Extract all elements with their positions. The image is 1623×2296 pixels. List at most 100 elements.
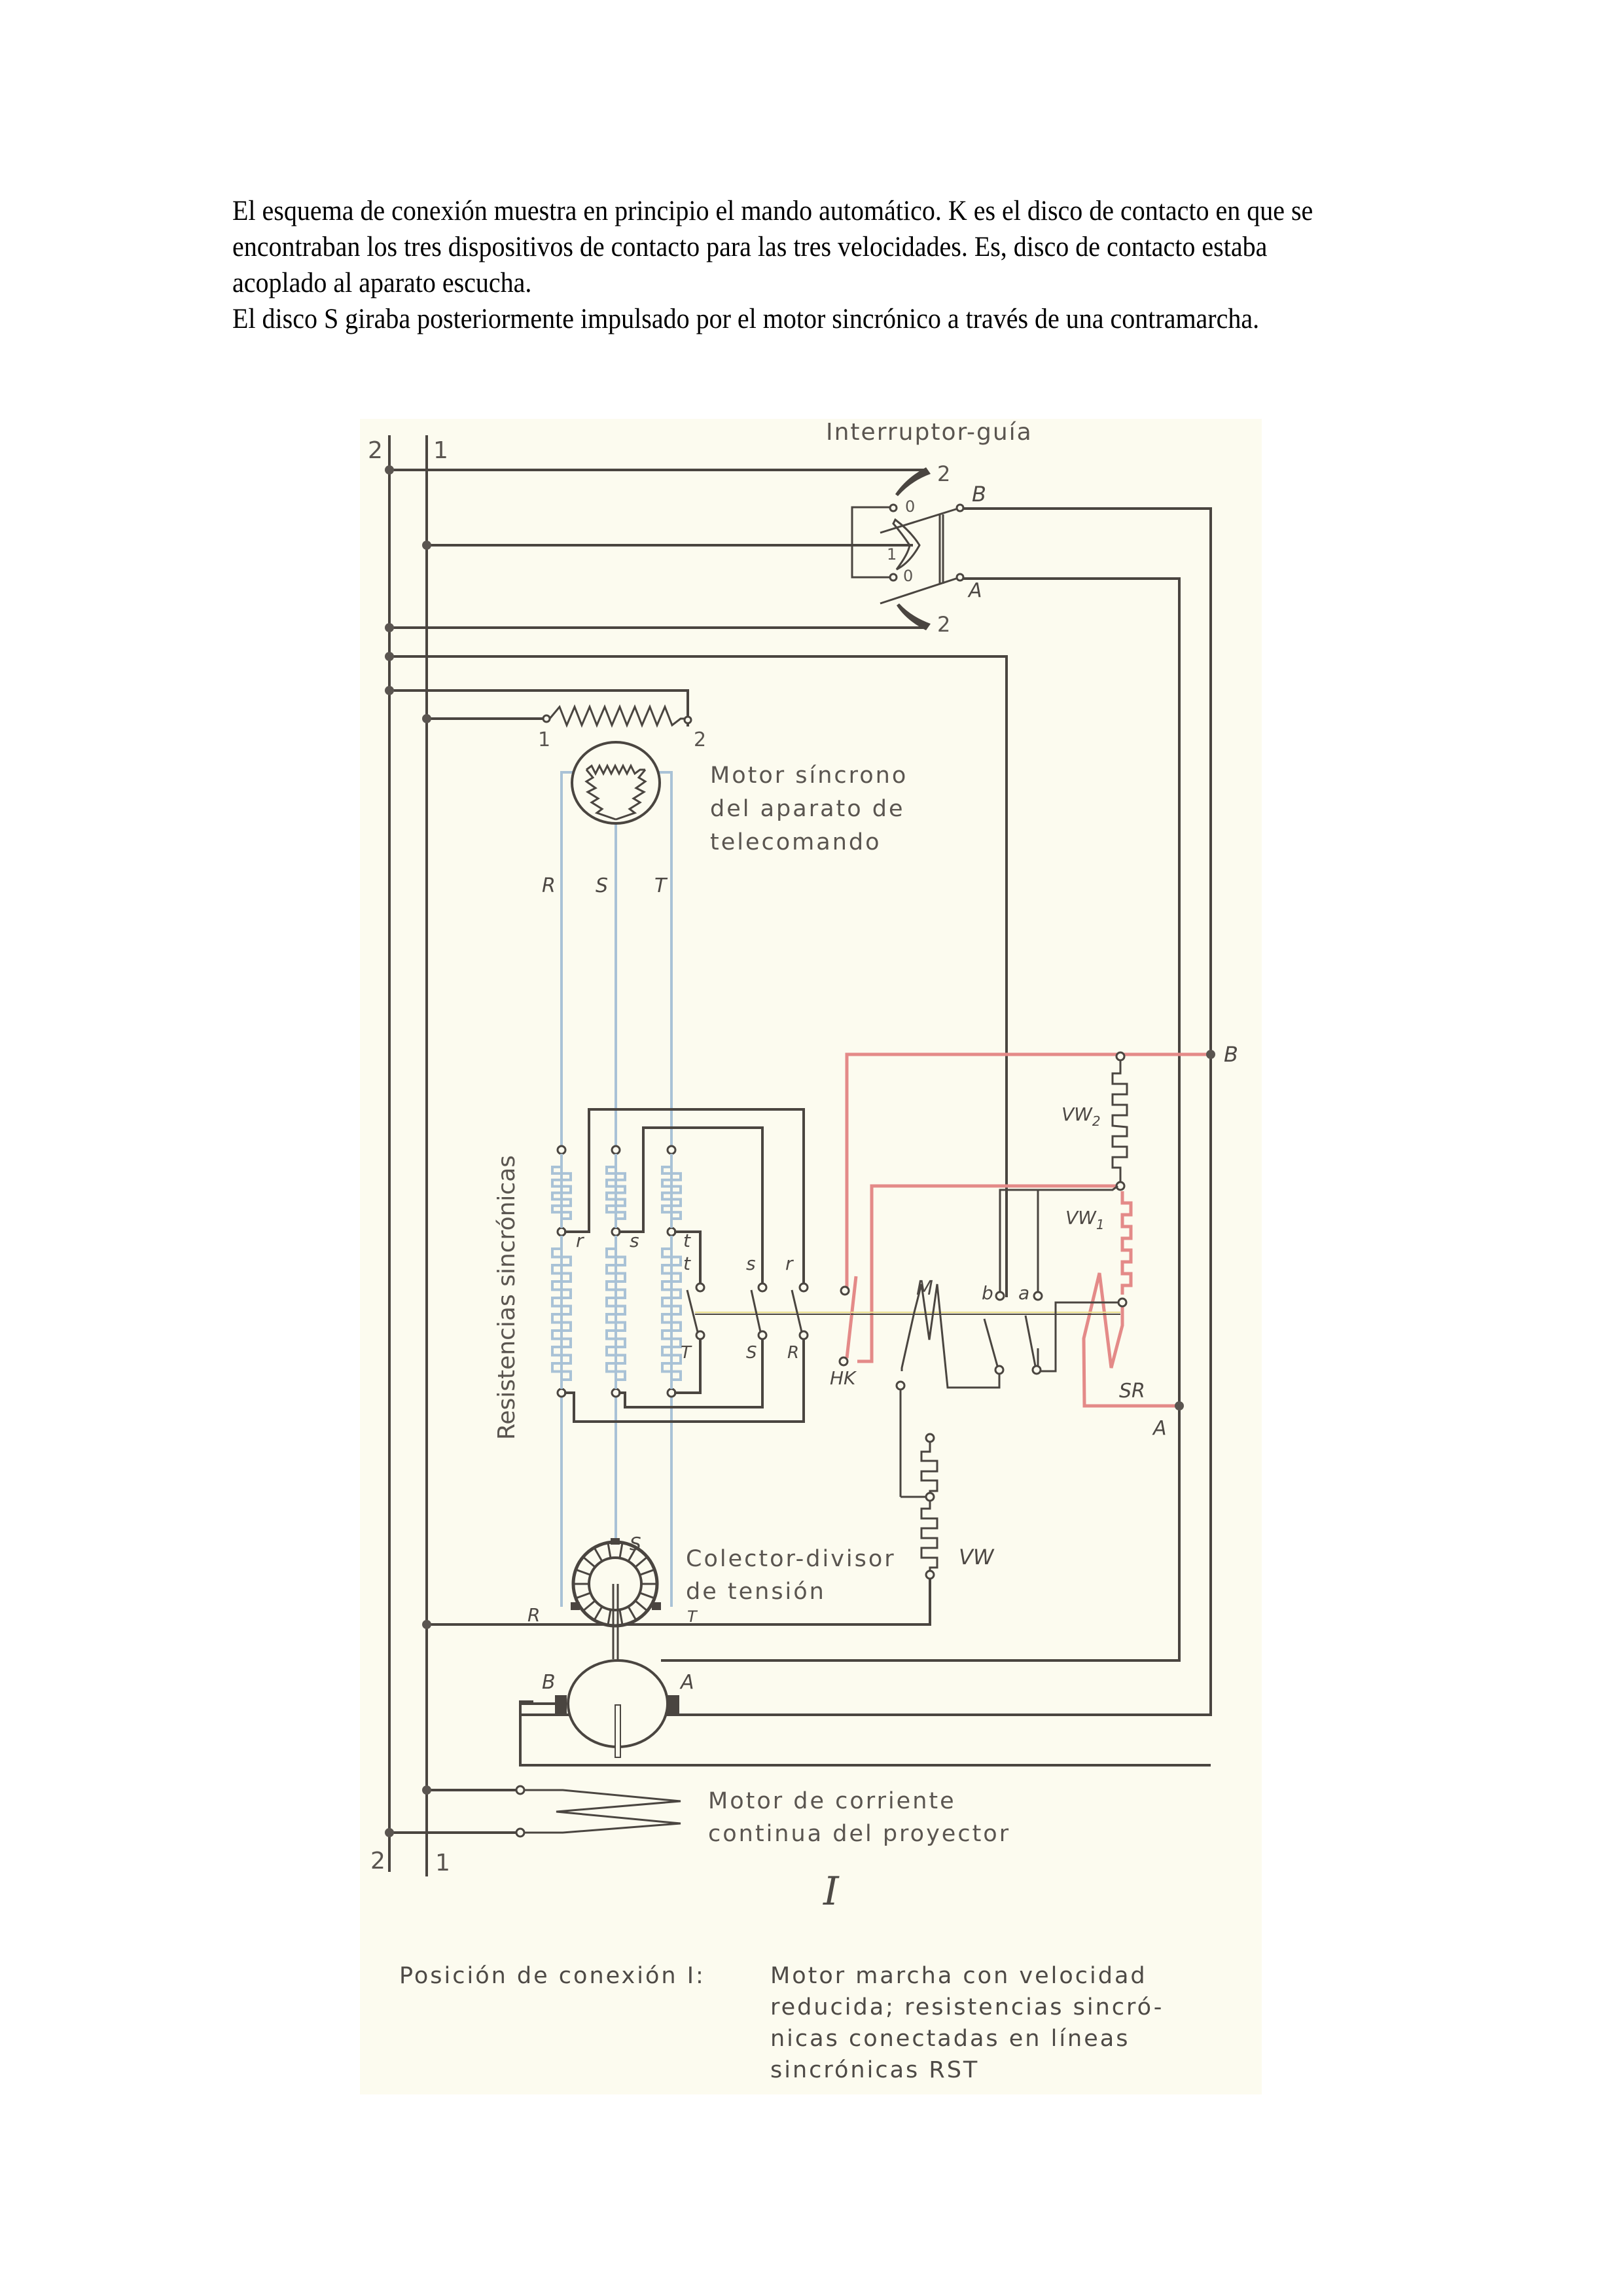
colector-R-label: R bbox=[527, 1604, 540, 1626]
bus-lines bbox=[388, 435, 428, 1876]
junction-dot bbox=[422, 1620, 431, 1629]
switch-s-blade bbox=[750, 1289, 762, 1333]
vw1-bottom-terminal bbox=[1117, 1297, 1128, 1308]
a-label: a bbox=[1018, 1282, 1029, 1304]
vw-upper-zigzag bbox=[920, 1442, 938, 1494]
sr-coil bbox=[1082, 1272, 1179, 1408]
colector-label-1: Colector-divisor bbox=[686, 1546, 896, 1572]
projector-dc-motor: Motor de corriente continua del proyecto… bbox=[385, 1785, 1010, 1847]
vw-resistor: VW bbox=[422, 1433, 995, 1629]
switch-top-2-label: 2 bbox=[937, 461, 950, 486]
caption-line: Motor marcha con velocidad bbox=[770, 1963, 1147, 1989]
vw-label: VW bbox=[959, 1545, 995, 1570]
colector-segment bbox=[627, 1605, 637, 1620]
contact-a-blade bbox=[1024, 1315, 1037, 1367]
contact-b-blade bbox=[983, 1318, 999, 1367]
bus-2-top-label: 2 bbox=[368, 437, 383, 464]
dc-motor-shaft bbox=[615, 1704, 621, 1758]
phase-T-label: T bbox=[654, 874, 668, 897]
junction-dot bbox=[385, 465, 394, 475]
sync-motor-circle bbox=[571, 741, 661, 825]
colector-segment bbox=[627, 1548, 637, 1562]
resistor-t-meander bbox=[661, 1154, 682, 1228]
interruptor-title: Interruptor-guía bbox=[826, 419, 1033, 446]
wire-bus2-to-heater bbox=[389, 689, 689, 726]
switch-S-label: S bbox=[746, 1343, 757, 1363]
colector-segment bbox=[634, 1600, 647, 1611]
junction-dot bbox=[422, 541, 431, 550]
hk-blade bbox=[845, 1276, 858, 1359]
caption-line: sincrónicas RST bbox=[770, 2057, 980, 2083]
wire-t-bottom bbox=[674, 1338, 702, 1394]
heater-2-label: 2 bbox=[694, 728, 706, 751]
scanned-diagram-background bbox=[360, 419, 1262, 2094]
colector-S-label: S bbox=[630, 1533, 641, 1554]
vw-bottom-terminal bbox=[925, 1570, 935, 1580]
contact-a-top bbox=[1033, 1291, 1043, 1301]
switch-a-label: A bbox=[967, 579, 982, 602]
switch-R-label: R bbox=[787, 1343, 799, 1363]
synchronous-motor: Motor síncrono del aparato de telecomand… bbox=[542, 741, 908, 1607]
caption-label: Posición de conexión I: bbox=[399, 1963, 705, 1989]
junction-dot bbox=[385, 623, 394, 632]
vw-top-terminal bbox=[925, 1433, 935, 1443]
hk-label: HK bbox=[830, 1367, 857, 1389]
resistor-t-terminal bbox=[666, 1145, 677, 1155]
junction-dot-A bbox=[1175, 1401, 1184, 1410]
junction-dot-B bbox=[1206, 1050, 1215, 1059]
switch-r-label: r bbox=[785, 1253, 794, 1274]
m-coil bbox=[901, 1283, 1001, 1389]
wire-vw1-to-a-bottom bbox=[1037, 1301, 1119, 1372]
vw2-resistor: VW2 VW1 bbox=[999, 1051, 1128, 1372]
colector-segment bbox=[607, 1543, 612, 1558]
colector-divisor: S R T Colector-divisor de tensión bbox=[527, 1533, 896, 1659]
vw1-label: VW1 bbox=[1065, 1207, 1105, 1232]
colector-segment bbox=[618, 1543, 624, 1558]
heater-terminal-2 bbox=[683, 715, 692, 725]
heater-terminal-1 bbox=[542, 714, 551, 723]
switch-t-blade bbox=[686, 1289, 699, 1333]
wire-t-to-switch-t bbox=[674, 1230, 702, 1283]
colector-segment bbox=[634, 1556, 647, 1568]
heater-1-label: 1 bbox=[538, 728, 550, 751]
switch-r-top-terminal bbox=[798, 1282, 809, 1293]
dc-motor-brush-A bbox=[668, 1695, 679, 1713]
colector-segment bbox=[639, 1592, 654, 1599]
switch-0-bottom-label: 0 bbox=[903, 567, 913, 585]
colector-brush-S bbox=[611, 1538, 620, 1545]
colector-segment bbox=[618, 1609, 624, 1624]
vw1-label-sub: 1 bbox=[1096, 1217, 1105, 1232]
switch-s-label: s bbox=[746, 1253, 756, 1274]
switch-r-blade bbox=[791, 1289, 803, 1333]
projector-motor-label-2: continua del proyector bbox=[708, 1821, 1010, 1847]
res-t-label: t bbox=[683, 1230, 691, 1251]
junction-dot bbox=[385, 686, 394, 695]
vw2-zigzag bbox=[1111, 1060, 1128, 1182]
vw-tap-terminal bbox=[925, 1492, 935, 1502]
bus-1-top-label: 1 bbox=[433, 437, 448, 464]
contact-a-bottom bbox=[1031, 1365, 1042, 1375]
colector-brush-R bbox=[571, 1602, 580, 1610]
red-wire-hk-to-B bbox=[845, 1052, 1211, 1291]
bus-1-bottom-label: 1 bbox=[435, 1850, 450, 1876]
wire-r-bottom bbox=[564, 1338, 805, 1423]
heater-resistor: 1 2 bbox=[422, 704, 706, 751]
colector-segment bbox=[577, 1592, 591, 1599]
switch-blade-a bbox=[880, 576, 961, 605]
resistencias-label: Resistencias sincrónicas bbox=[493, 1155, 520, 1440]
resistor-r-terminal bbox=[556, 1145, 567, 1155]
intro-paragraph-1: El esquema de conexión muestra en princi… bbox=[232, 196, 1313, 298]
wire-bus2-to-contact-b bbox=[389, 655, 1008, 1297]
colector-label-2: de tensión bbox=[686, 1579, 826, 1605]
phase-R-label: R bbox=[542, 874, 556, 897]
resistor-s-meander bbox=[605, 1154, 626, 1228]
caption-line: reducida; resistencias sincró- bbox=[770, 1994, 1164, 2020]
relay-contacts: M b a bbox=[895, 1190, 1043, 1498]
vw2-label-sub: 2 bbox=[1092, 1113, 1101, 1129]
colector-segment bbox=[594, 1605, 603, 1620]
switch-t-label: t bbox=[683, 1253, 691, 1274]
caption-line: nicas conectadas en líneas bbox=[770, 2026, 1130, 2052]
sync-motor-label-1: Motor síncrono bbox=[710, 762, 908, 789]
colector-segment bbox=[594, 1548, 603, 1562]
switch-r-bottom-terminal bbox=[798, 1330, 809, 1340]
